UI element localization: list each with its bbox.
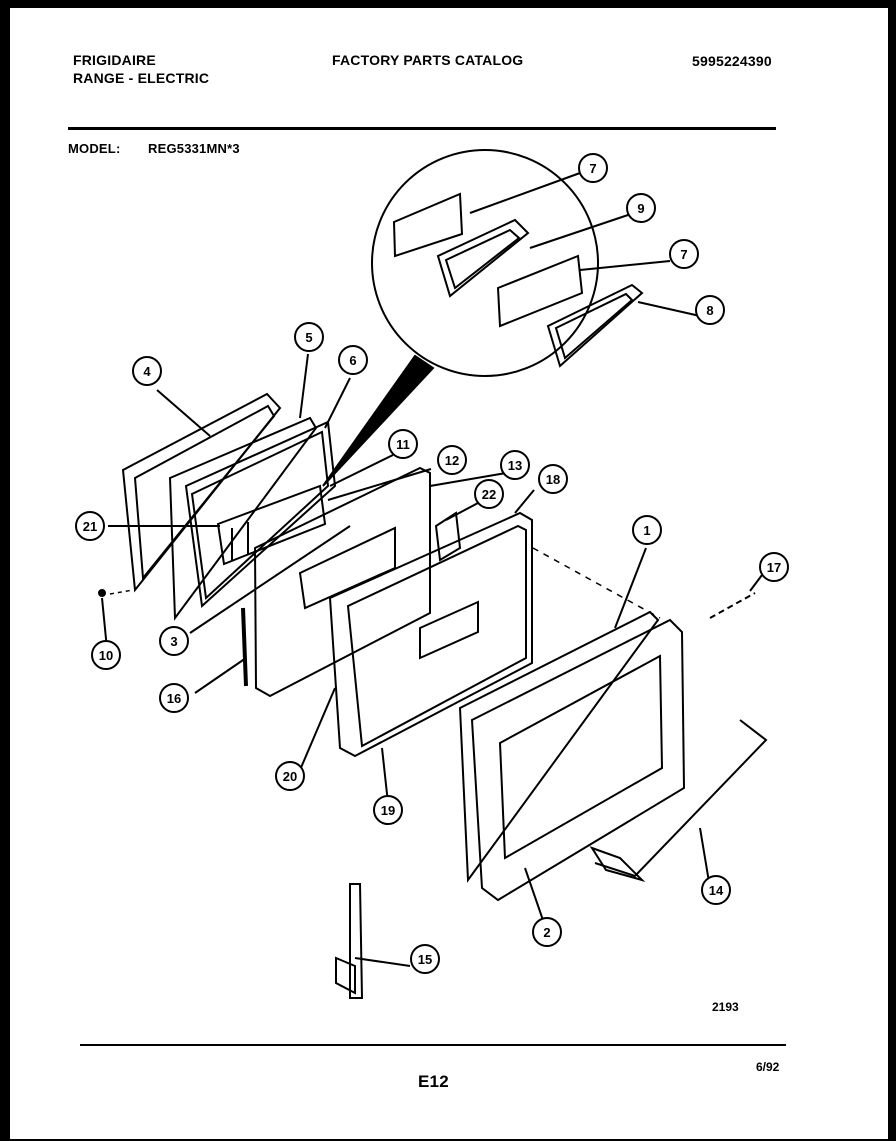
detail-gasket-9 [436, 218, 530, 298]
header-divider [68, 127, 776, 130]
revision-date: 6/92 [756, 1060, 780, 1074]
callout-19: 19 [381, 803, 395, 818]
callout-17: 17 [767, 560, 781, 575]
page-code: E12 [418, 1072, 449, 1091]
callout-16: 16 [167, 691, 181, 706]
model-number: REG5331MN*3 [148, 141, 240, 156]
outer-door-window [498, 654, 664, 860]
screw-11 [98, 589, 106, 597]
callout-7a: 7 [589, 161, 596, 176]
callout-6: 6 [349, 353, 356, 368]
detail-glass-7b [496, 254, 584, 328]
detail-gasket-9-inner [444, 228, 521, 290]
panel-19 [328, 511, 533, 758]
callout-10: 14 [709, 883, 724, 898]
frame-13 [253, 466, 431, 698]
catalog-page: FRIGIDAIRE RANGE - ELECTRIC FACTORY PART… [10, 8, 888, 1139]
liner-6 [184, 420, 337, 609]
callouts: 7 9 7 8 4 5 6 11 12 13 22 18 21 3 16 10 … [75, 153, 789, 974]
detail-leader [322, 354, 435, 487]
brand-name: FRIGIDAIRE [73, 52, 156, 68]
callout-9: 9 [637, 201, 644, 216]
inner-panel-4 [121, 392, 282, 593]
callout-12: 11 [396, 437, 410, 452]
callout-15: 15 [418, 952, 432, 967]
hinge-15 [349, 883, 364, 999]
detail-gasket-8 [546, 283, 644, 368]
callout-13: 12 [445, 453, 459, 468]
callout-1: 1 [643, 523, 650, 538]
catalog-title: FACTORY PARTS CATALOG [332, 52, 524, 68]
glass-1 [458, 610, 660, 883]
detail-gasket-8-inner [554, 292, 634, 360]
callout-20: 20 [283, 769, 297, 784]
detail-circle [371, 149, 599, 377]
handle-10 [594, 719, 768, 878]
callout-4: 4 [143, 364, 151, 379]
footer-divider [80, 1044, 786, 1046]
panel-window [419, 600, 479, 660]
drawing-number: 2193 [712, 1000, 739, 1014]
insulation-21 [216, 484, 327, 566]
callout-8: 8 [706, 303, 713, 318]
frame-window [298, 526, 396, 610]
product-type: RANGE - ELECTRIC [73, 70, 210, 86]
callout-2: 2 [543, 925, 550, 940]
detail-glass-7a [392, 192, 464, 258]
outer-door-2 [470, 618, 686, 902]
model-label: MODEL: [68, 141, 121, 156]
screw-17 [709, 592, 756, 619]
callout-5: 5 [305, 330, 312, 345]
callout-18: 18 [546, 472, 560, 487]
callout-7b: 7 [680, 247, 687, 262]
callout-14: 13 [508, 458, 522, 473]
callout-21: 21 [83, 519, 97, 534]
exploded-diagram: 7 9 7 8 4 5 6 11 12 13 22 18 21 3 16 10 … [75, 149, 789, 999]
catalog-number: 5995224390 [692, 53, 772, 69]
callout-22: 22 [482, 487, 496, 502]
rod-16 [241, 607, 248, 687]
callout-3: 3 [170, 634, 177, 649]
callout-11: 10 [99, 648, 113, 663]
